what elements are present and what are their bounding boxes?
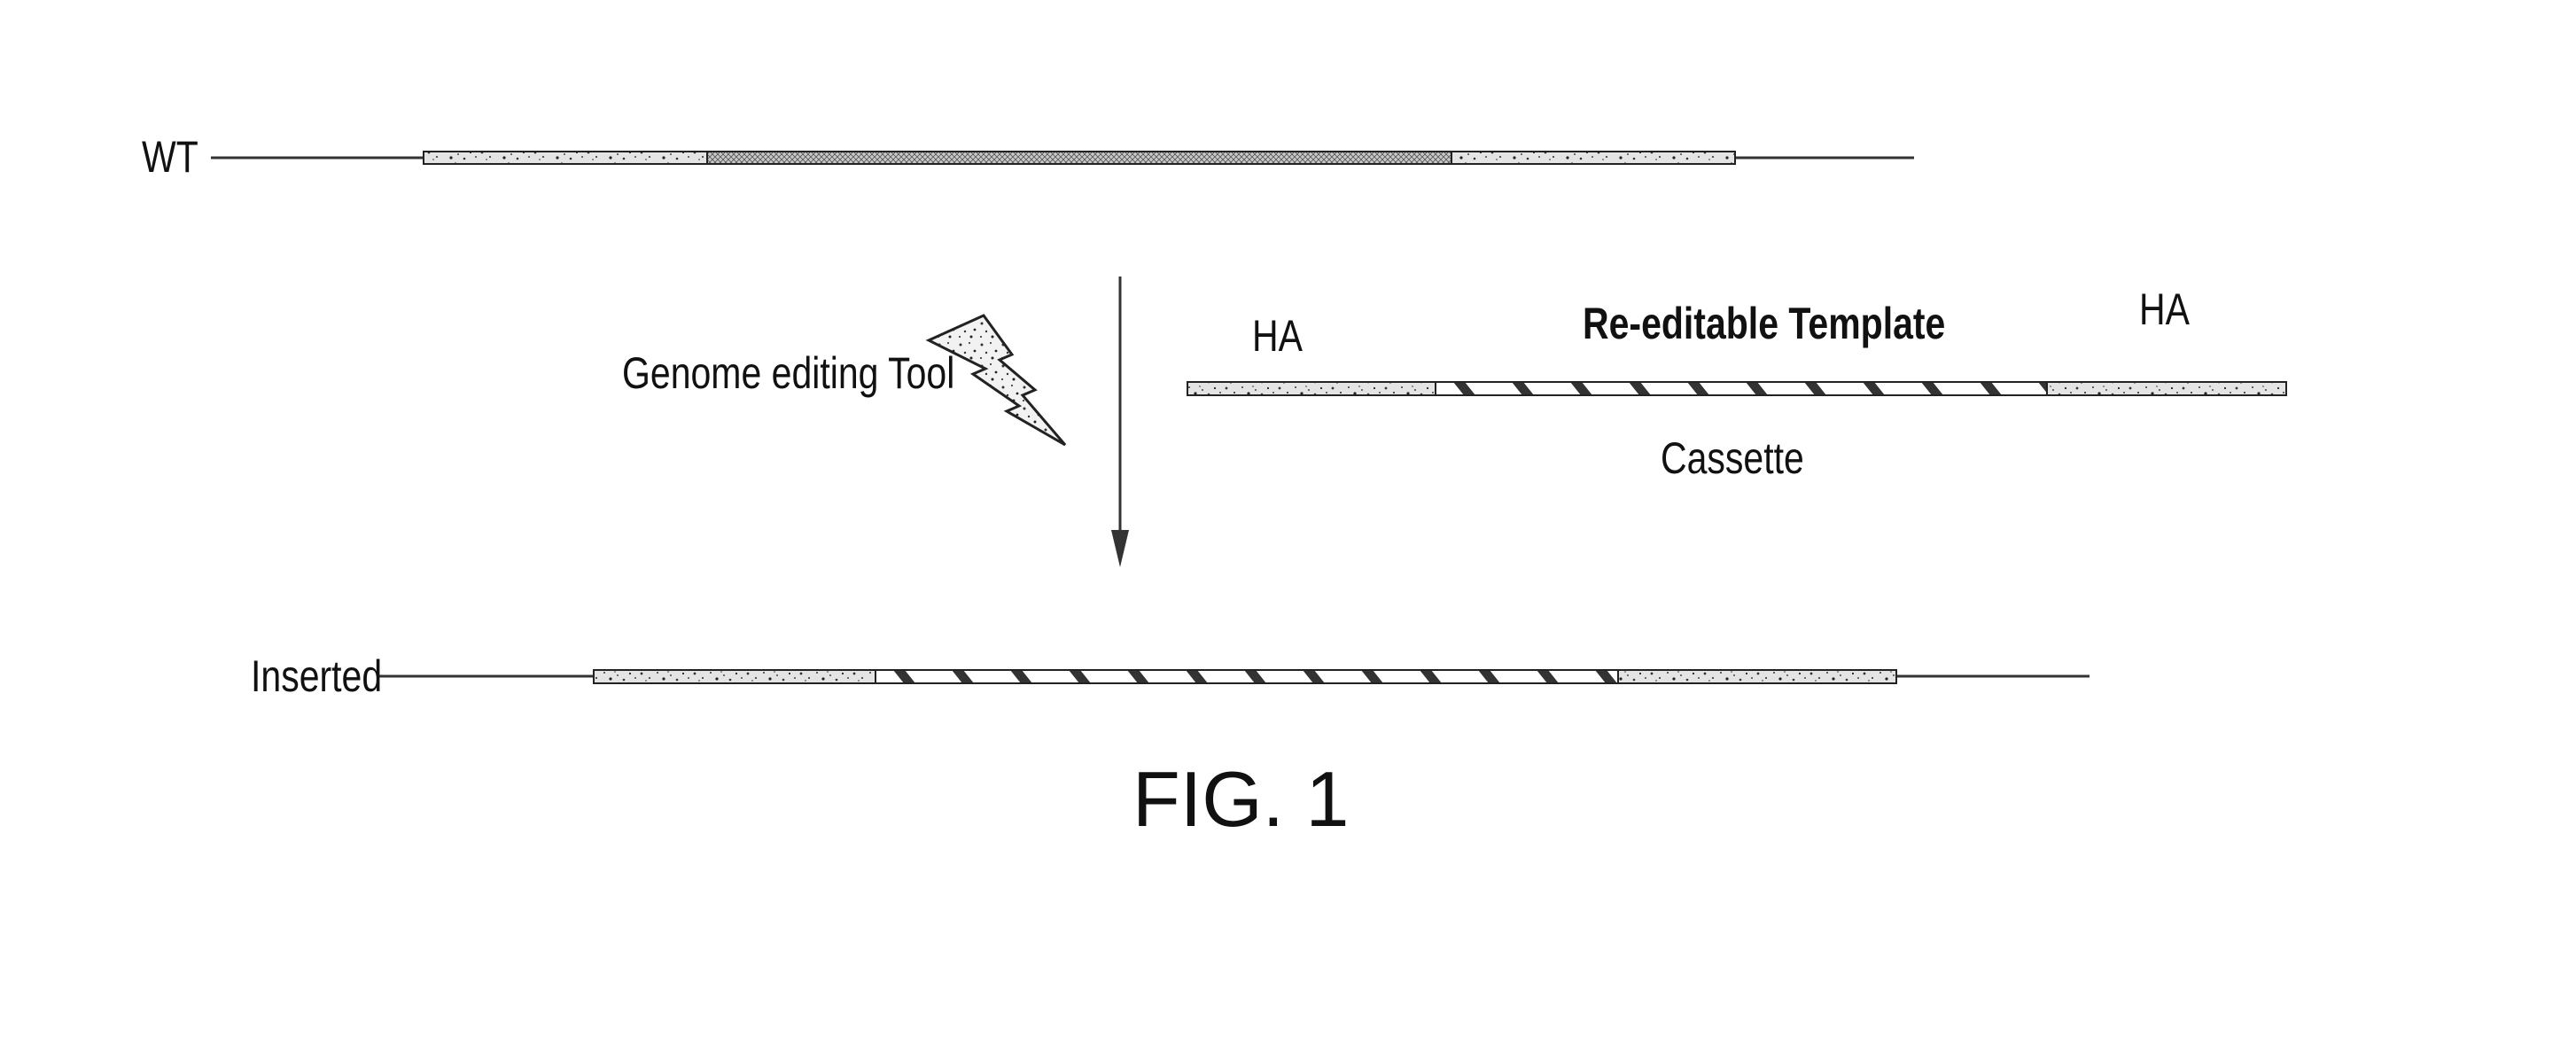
cassette-stripe (1804, 382, 1826, 395)
cassette-stripe (1537, 670, 1559, 683)
cassette-stripe (1361, 670, 1383, 683)
wt-label: WT (142, 132, 198, 182)
cassette-stripe (1453, 382, 1475, 395)
cassette-stripe (1244, 670, 1266, 683)
template-label: Re-editable Template (1583, 299, 1946, 348)
cassette-stripe (893, 670, 915, 683)
cassette-stripe (1921, 382, 1943, 395)
cassette-stripe (1595, 670, 1617, 683)
cassette-stripe (1010, 670, 1032, 683)
cassette-stripe (1746, 382, 1768, 395)
template-construct (1187, 381, 2287, 396)
wt-construct (211, 151, 1914, 165)
down-arrow-icon (1111, 277, 1129, 567)
cassette-stripe (1570, 382, 1592, 395)
wt-native-locus-region (706, 151, 1452, 165)
figure-caption: FIG. 1 (1132, 755, 1350, 843)
cassette-stripe (1980, 382, 2002, 395)
template-left-homology-arm (1187, 381, 1436, 396)
cassette-stripe (1127, 670, 1149, 683)
wt-right-homology-region (1451, 151, 1736, 165)
cassette-stripe (1629, 382, 1651, 395)
cassette-stripe (1420, 670, 1442, 683)
genome-editing-tool-label: Genome editing Tool (622, 348, 955, 398)
cassette-stripe (1478, 670, 1500, 683)
cassette-stripe (1687, 382, 1709, 395)
inserted-label: Inserted (251, 651, 383, 701)
right-homology-arm-label: HA (2139, 284, 2190, 334)
wt-left-homology-region (423, 151, 708, 165)
cassette-label: Cassette (1661, 433, 1804, 483)
cassette-stripe (952, 670, 974, 683)
cassette-stripe (1186, 670, 1208, 683)
inserted-construct (379, 669, 2090, 684)
template-right-homology-arm (2046, 381, 2287, 396)
inserted-right-homology-arm (1617, 669, 1897, 684)
inserted-left-homology-arm (593, 669, 876, 684)
left-homology-arm-label: HA (1252, 311, 1303, 361)
cassette-stripe (1303, 670, 1325, 683)
cassette-stripe (1512, 382, 1534, 395)
cassette-stripe (1069, 670, 1091, 683)
inserted-cassette (875, 669, 1619, 684)
cassette-stripe (1863, 382, 1885, 395)
template-cassette (1435, 381, 2050, 396)
lightning-bolt-icon (925, 314, 1067, 447)
